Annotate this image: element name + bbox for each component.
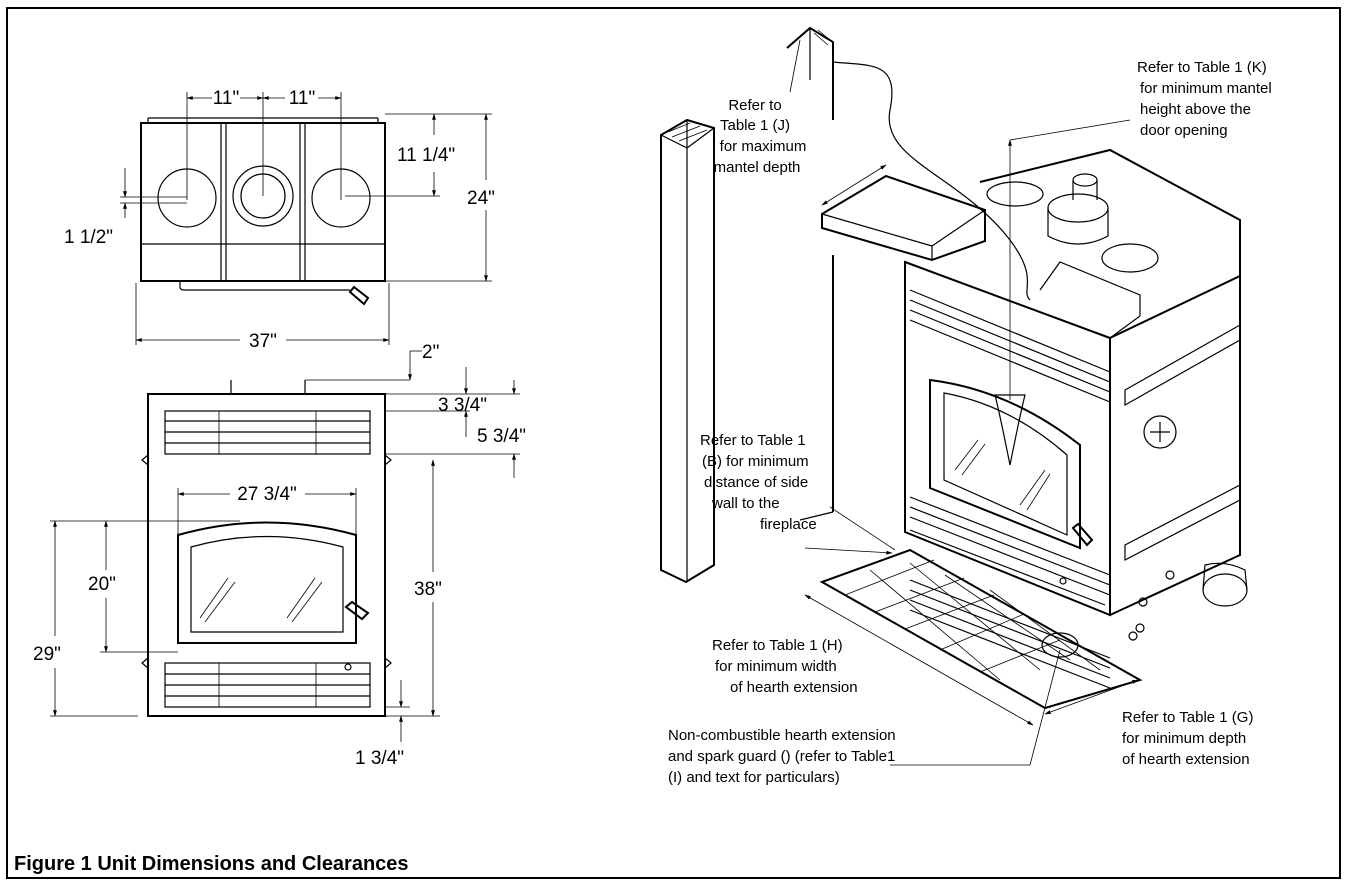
svg-text:Refer to: Refer to bbox=[728, 97, 781, 114]
svg-text:Table 1 (J): Table 1 (J) bbox=[720, 117, 790, 134]
dim-24: 24" bbox=[467, 188, 495, 209]
dim-38: 38" bbox=[414, 579, 442, 600]
callout-mantel-depth: Refer to Table 1 (J) for maximum mantel … bbox=[714, 97, 807, 176]
svg-text:of hearth extension: of hearth extension bbox=[1122, 751, 1250, 768]
svg-text:for minimum mantel: for minimum mantel bbox=[1140, 80, 1272, 97]
svg-text:and spark guard () (refer to T: and spark guard () (refer to Table1 bbox=[668, 748, 895, 765]
front-view: 2" 3 3/4" 5 3/4" 27 3/4" 20" 29" 38" bbox=[33, 342, 526, 769]
svg-text:height above the: height above the bbox=[1140, 101, 1251, 118]
svg-text:for minimum depth: for minimum depth bbox=[1122, 730, 1246, 747]
figure-caption: Figure 1 Unit Dimensions and Clearances bbox=[14, 853, 409, 875]
dim-37: 37" bbox=[249, 331, 277, 352]
svg-text:(B) for minimum: (B) for minimum bbox=[702, 453, 809, 470]
dim-1-3-4: 1 3/4" bbox=[355, 748, 404, 769]
dim-20: 20" bbox=[88, 574, 116, 595]
svg-text:Refer to Table 1 (K): Refer to Table 1 (K) bbox=[1137, 59, 1267, 76]
dim-29: 29" bbox=[33, 644, 61, 665]
door-handle-icon bbox=[1071, 522, 1094, 547]
door-handle-icon bbox=[344, 600, 370, 621]
svg-text:for maximum: for maximum bbox=[720, 138, 807, 155]
svg-text:Refer to Table 1 (G): Refer to Table 1 (G) bbox=[1122, 709, 1253, 726]
svg-text:Refer to Table 1: Refer to Table 1 bbox=[700, 432, 806, 449]
dim-11-1-4: 11 1/4" bbox=[397, 145, 455, 166]
callout-hearth-width: Refer to Table 1 (H) for minimum width o… bbox=[712, 637, 858, 696]
callout-mantel-height: Refer to Table 1 (K) for minimum mantel … bbox=[1137, 59, 1272, 139]
svg-text:fireplace: fireplace bbox=[760, 516, 817, 533]
figure-frame bbox=[6, 7, 1341, 879]
dim-11-left: 11" bbox=[213, 88, 239, 109]
svg-text:door opening: door opening bbox=[1140, 122, 1228, 139]
door-frame bbox=[177, 521, 357, 644]
top-view: 11" 11" 11 1/4" 24" 1 1/2" 37" bbox=[64, 88, 495, 352]
dim-1-1-2: 1 1/2" bbox=[64, 227, 113, 248]
svg-text:wall to the: wall to the bbox=[711, 495, 780, 512]
callout-spark-guard: Non-combustible hearth extension and spa… bbox=[668, 727, 896, 786]
svg-text:mantel depth: mantel depth bbox=[714, 159, 801, 176]
door-glass bbox=[190, 535, 344, 633]
dim-11-right: 11" bbox=[289, 88, 315, 109]
dim-5-3-4: 5 3/4" bbox=[477, 426, 526, 447]
dim-2: 2" bbox=[422, 342, 439, 363]
door-handle-icon bbox=[348, 285, 370, 306]
svg-text:Non-combustible hearth extensi: Non-combustible hearth extension bbox=[668, 727, 896, 744]
callout-side-wall: Refer to Table 1 (B) for minimum distanc… bbox=[700, 432, 817, 533]
svg-text:of hearth extension: of hearth extension bbox=[730, 679, 858, 696]
dim-27-3-4: 27 3/4" bbox=[237, 484, 297, 505]
svg-text:distance of side: distance of side bbox=[704, 474, 808, 491]
svg-text:for minimum width: for minimum width bbox=[715, 658, 837, 675]
svg-text:(I) and text for particulars): (I) and text for particulars) bbox=[668, 769, 840, 786]
isometric-view bbox=[660, 26, 1248, 766]
dim-3-3-4: 3 3/4" bbox=[438, 395, 487, 416]
callout-hearth-depth: Refer to Table 1 (G) for minimum depth o… bbox=[1122, 709, 1253, 768]
svg-text:Refer to Table 1 (H): Refer to Table 1 (H) bbox=[712, 637, 843, 654]
